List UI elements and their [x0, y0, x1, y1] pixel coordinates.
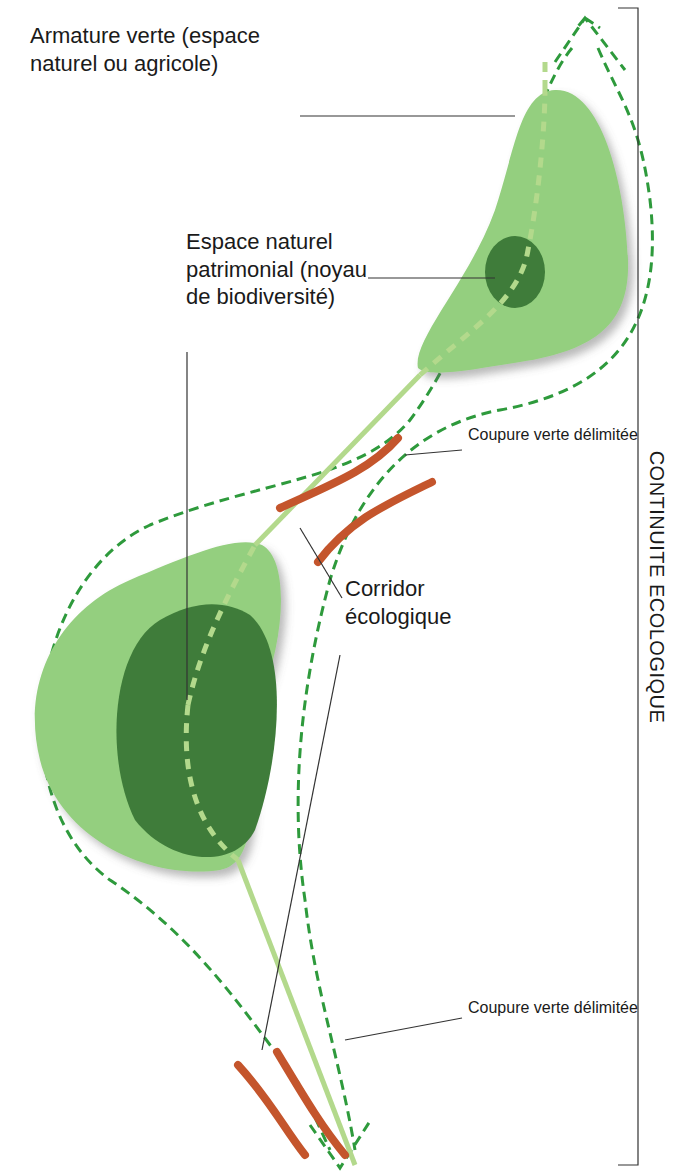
callout-label: Coupure verte délimitée	[468, 425, 638, 445]
biodiversity-core-upper	[485, 236, 545, 308]
green-break-band	[238, 438, 432, 1155]
green-framework-lower	[35, 542, 281, 871]
callout-label: Espace naturel patrimonial (noyau de bio…	[186, 228, 371, 311]
biodiversity-core-lower	[116, 604, 276, 857]
callout-label: Coupure verte délimitée	[468, 998, 638, 1018]
green-framework-upper	[418, 90, 629, 373]
leader-line	[187, 8, 638, 1165]
callout-label: Corridor écologique	[345, 575, 505, 630]
vertical-title: CONTINUITE ECOLOGIQUE	[644, 451, 669, 724]
callout-label: Armature verte (espace naturel ou agrico…	[30, 22, 305, 77]
